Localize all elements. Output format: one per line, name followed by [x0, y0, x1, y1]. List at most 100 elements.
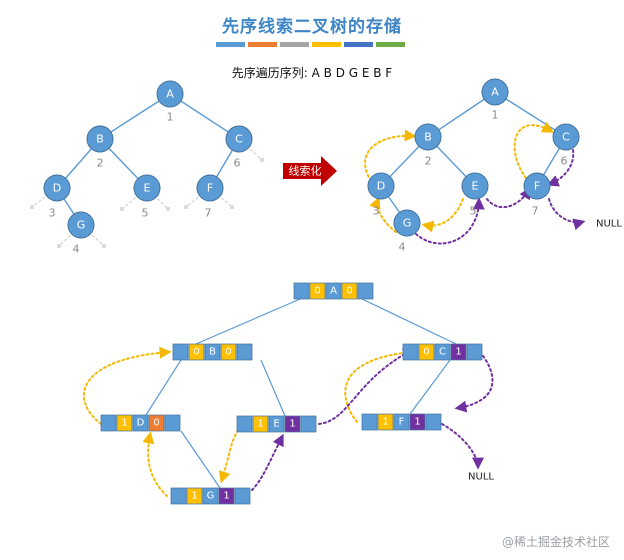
tree-edge-A-C: [169, 93, 240, 140]
record-cell: [293, 282, 310, 300]
null-stub-square: [120, 207, 124, 211]
record-cell: [309, 282, 326, 300]
tree-node-F-left: [196, 174, 224, 202]
record-cell: [186, 487, 203, 505]
tree-node-order: 2: [97, 157, 104, 170]
tree-node-label: A: [166, 88, 174, 101]
null-label: NULL: [596, 219, 622, 230]
record-edge-B-E: [260, 359, 286, 417]
tree-node-B-right: [414, 123, 442, 151]
tree-node-label: E: [144, 182, 151, 195]
record-cell-text: 1: [223, 491, 229, 502]
null-stub-square: [260, 158, 264, 162]
record-cell: [170, 487, 187, 505]
record-cell: [357, 282, 374, 300]
color-bar-segment: [376, 42, 405, 47]
tree-node-E-right: [461, 172, 489, 200]
record-cell: [220, 343, 237, 361]
tree-node-E-left: [133, 174, 161, 202]
tree-node-order: 1: [167, 111, 174, 124]
record-cell: [434, 343, 451, 361]
tree-node-label: D: [53, 182, 61, 195]
record-cell-text: 0: [314, 286, 320, 297]
tree-node-label: F: [534, 180, 540, 193]
record-cell-text: A: [330, 286, 337, 297]
record-cell: [377, 413, 394, 431]
tree-node-label: C: [562, 131, 570, 144]
tree-node-A-left: [156, 80, 184, 108]
tree-node-order: 1: [492, 109, 499, 122]
record-cell: [236, 343, 253, 361]
color-bar-segment: [216, 42, 245, 47]
threading-arrow-label: 线索化: [289, 164, 322, 178]
record-thread-F-succ: [441, 423, 484, 470]
tree-node-D-left: [43, 174, 71, 202]
tree-node-order: 5: [470, 205, 477, 218]
thread-C-succ: [546, 149, 575, 187]
record-cell: [284, 415, 301, 433]
null-label-bottom: NULL: [468, 472, 494, 483]
record-cell-text: E: [273, 419, 279, 430]
null-stub-square: [230, 205, 234, 209]
record-cell-text: 0: [153, 418, 159, 429]
preorder-sequence: 先序遍历序列: A B D G E B F: [231, 66, 393, 80]
record-thread-E-pre: [218, 425, 242, 484]
record-cell-text: B: [209, 347, 216, 358]
tree-node-order: 6: [234, 157, 241, 170]
tree-node-label: F: [207, 182, 213, 195]
record-cell: [218, 487, 235, 505]
tree-node-order: 5: [142, 207, 149, 220]
tree-node-order: 4: [399, 241, 406, 254]
record-cell: [418, 343, 435, 361]
record-cell: [234, 487, 251, 505]
record-cell: [252, 415, 269, 433]
tree-node-label: C: [235, 133, 243, 146]
record-cell-text: 1: [382, 417, 388, 428]
tree-node-F-right: [523, 172, 551, 200]
record-cell: [236, 415, 253, 433]
record-cell-text: 1: [191, 491, 197, 502]
tree-node-label: A: [491, 86, 499, 99]
record-cell: [148, 414, 165, 432]
null-stub-square: [184, 205, 188, 209]
diagram-title: 先序线索二叉树的存储: [222, 17, 402, 37]
record-cell: [188, 343, 205, 361]
record-thread-D-pre: [82, 346, 172, 425]
record-cell: [116, 414, 133, 432]
thread-G-pre: [369, 196, 397, 233]
record-cell: [132, 414, 149, 432]
tree-node-C-left: [225, 125, 253, 153]
record-cell-text: 0: [225, 347, 231, 358]
thread-E-succ: [486, 186, 531, 209]
null-stub-square: [30, 205, 34, 209]
null-stub-square: [57, 244, 61, 248]
record-cell-text: G: [207, 491, 215, 502]
record-cell: [402, 343, 419, 361]
color-bar-segment: [312, 42, 341, 47]
tree-node-order: 3: [373, 205, 380, 218]
record-cell: [300, 415, 317, 433]
record-cell: [268, 415, 285, 433]
record-thread-C-succ: [454, 351, 494, 413]
thread-E-pre: [421, 198, 464, 233]
record-cell-text: 0: [346, 286, 352, 297]
thread-F-succ: [548, 198, 586, 231]
tree-node-D-right: [367, 172, 395, 200]
record-cell-text: C: [439, 347, 446, 358]
color-bar-segment: [280, 42, 309, 47]
record-cell: [164, 414, 181, 432]
thread-G-succ: [415, 197, 485, 245]
thread-D-pre: [364, 129, 417, 182]
tree-node-order: 2: [425, 155, 432, 168]
null-stub-square: [166, 207, 170, 211]
tree-node-order: 6: [561, 155, 568, 168]
record-thread-G-succ: [251, 433, 284, 491]
tree-node-order: 3: [49, 207, 56, 220]
tree-node-label: D: [377, 180, 385, 193]
record-cell: [100, 414, 117, 432]
tree-node-label: E: [472, 180, 479, 193]
record-cell-text: F: [399, 417, 405, 428]
record-cell: [204, 343, 221, 361]
record-edge-A-C: [361, 298, 457, 345]
